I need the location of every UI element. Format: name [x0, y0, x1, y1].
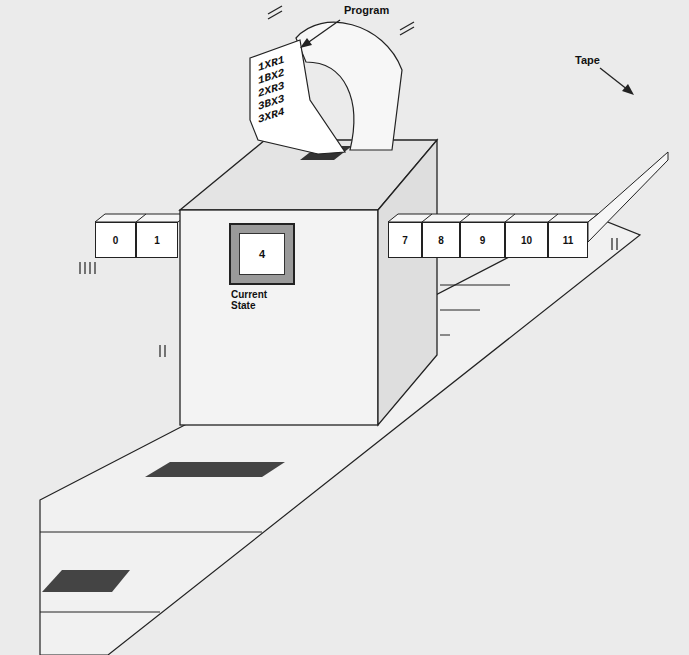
tape-cell: 10 [505, 222, 548, 258]
state-number: 4 [239, 233, 285, 275]
leader-arrow [306, 20, 340, 44]
motion-mark [164, 345, 165, 357]
cell-divider [136, 214, 146, 222]
cell-number: 7 [402, 235, 408, 246]
tape-cell: 11 [548, 222, 588, 258]
tape-cell: 8 [422, 222, 460, 258]
machine-front-face [180, 210, 378, 425]
leader-arrow [600, 68, 628, 90]
arrowhead [622, 84, 634, 95]
program-label: Program [344, 4, 389, 16]
cell-number: 10 [521, 235, 532, 246]
tape-cell: 1 [136, 222, 178, 258]
tape-cell: 0 [95, 222, 136, 258]
machine-side-face [378, 140, 437, 425]
tape-cell: 7 [388, 222, 422, 258]
cell-top-face [388, 214, 598, 222]
floor-divider [440, 285, 510, 286]
motion-mark [94, 262, 95, 274]
motion-mark [268, 11, 282, 19]
arrowhead [300, 38, 312, 48]
floor-tape-mark [145, 462, 285, 477]
motion-mark [89, 262, 90, 274]
floor-divider [440, 335, 450, 336]
cell-dividers [422, 214, 558, 222]
floor-divider [440, 310, 480, 311]
motion-mark [611, 238, 612, 250]
cell-divider [460, 214, 470, 222]
state-window: 4Current State [229, 223, 295, 311]
floor-divider [40, 612, 160, 613]
program-strip: 1XR11BX22XR33BX33XR4 [258, 53, 284, 127]
cell-top-face [95, 214, 188, 222]
window-frame: 4 [229, 223, 295, 285]
cell-divider [548, 214, 558, 222]
tape-cell: 9 [460, 222, 505, 258]
motion-mark [84, 262, 85, 274]
cell-number: 1 [154, 235, 160, 246]
decoration-strokes [40, 6, 664, 612]
cell-number: 8 [438, 235, 444, 246]
tape-far-section [588, 152, 668, 242]
cell-number: 11 [563, 235, 574, 246]
program-paper [250, 40, 345, 154]
floor-tape-mark [42, 570, 130, 592]
motion-mark [400, 27, 414, 35]
motion-mark [159, 345, 160, 357]
tape-label: Tape [575, 54, 600, 66]
cell-number: 9 [480, 235, 486, 246]
motion-mark [79, 262, 80, 274]
motion-mark [616, 238, 617, 250]
cell-number: 0 [113, 235, 119, 246]
state-caption: Current State [231, 289, 293, 311]
cell-divider [505, 214, 515, 222]
cell-divider [422, 214, 432, 222]
floor-divider [40, 532, 262, 533]
